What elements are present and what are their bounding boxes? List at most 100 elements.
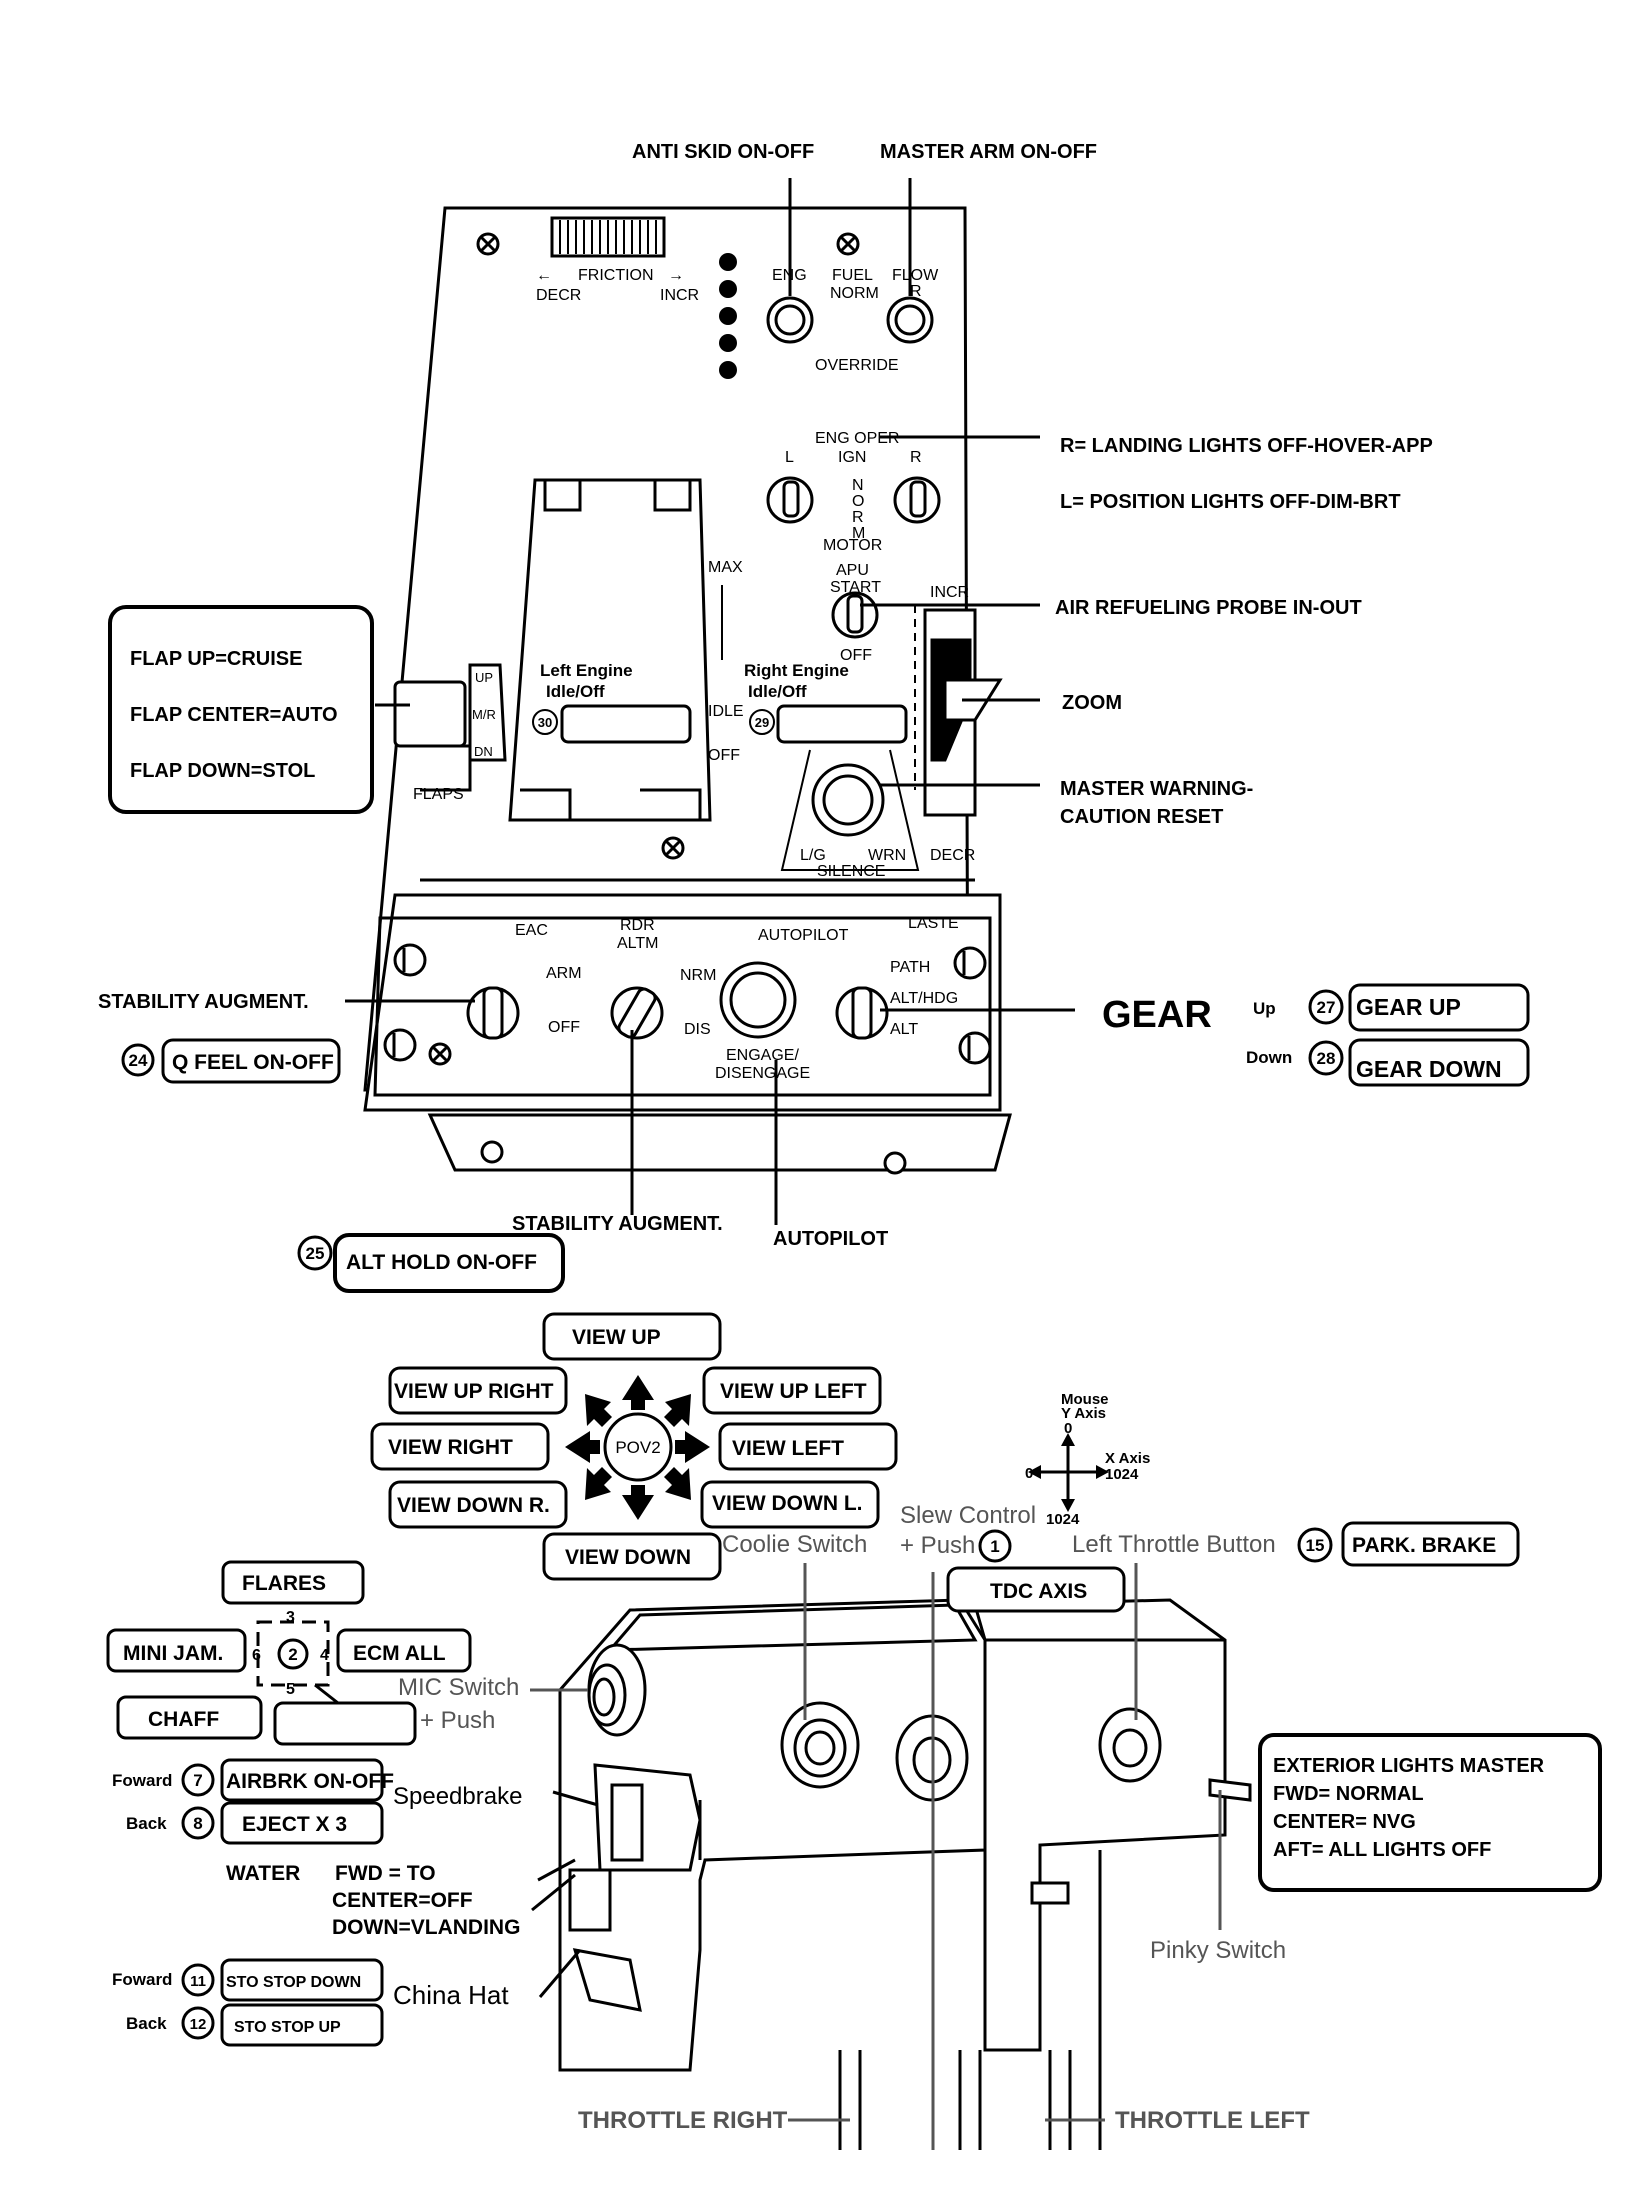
slew-push-label: + Push [900,1532,975,1559]
altm-label: ALTM [617,935,658,952]
sto-up-text: STO STOP UP [234,2019,341,2036]
engage-label: ENGAGE/ [726,1047,799,1064]
badge-7: 7 [181,1763,215,1797]
speedbrake-label: Speedbrake [393,1783,522,1810]
ext-lights-3: CENTER= NVG [1273,1811,1416,1833]
apu-label: APU [836,562,869,579]
friction-label: FRICTION [578,267,654,284]
ecm-all-text[interactable]: ECM ALL [353,1642,446,1665]
nrm-label: NRM [680,967,716,984]
svg-text:1: 1 [990,1537,999,1556]
mini-jam-text[interactable]: MINI JAM. [123,1642,223,1665]
badge-1: 1 [978,1529,1012,1563]
eject-box[interactable] [220,1801,384,1845]
pov-right[interactable]: VIEW RIGHT [388,1436,513,1459]
badge-11: 11 [181,1963,215,1997]
pov-down-r[interactable]: VIEW DOWN R. [397,1494,550,1517]
hat2-diag [314,1683,339,1705]
right-engine-slot[interactable] [776,704,908,744]
badge-29: 29 [749,709,775,735]
gear-down-text: GEAR DOWN [1356,1056,1502,1082]
pov-up-right[interactable]: VIEW UP RIGHT [394,1380,554,1403]
svg-text:29: 29 [755,715,769,730]
x1024-label: 1024 [1105,1466,1139,1483]
pov-up[interactable]: VIEW UP [572,1326,661,1349]
flap-up-text: FLAP UP=CRUISE [130,648,302,670]
svg-text:15: 15 [1306,1536,1325,1555]
ign-label: IGN [838,449,866,466]
lg-label: L/G [800,847,826,864]
arm-label: ARM [546,965,582,982]
caution-reset-label: CAUTION RESET [1060,806,1223,828]
norm-v-r: R [852,509,864,526]
incr2-label: INCR [930,584,969,601]
norm-v-m: M [852,525,865,542]
flaps-label: FLAPS [413,786,464,803]
pov-center: POV2 [615,1438,660,1457]
svg-text:24: 24 [129,1051,148,1070]
chaff-text[interactable]: CHAFF [148,1708,219,1731]
svg-text:28: 28 [1317,1049,1336,1068]
badge-28: 28 [1308,1040,1344,1076]
eac-label: EAC [515,922,548,939]
flaps-switch[interactable] [393,663,507,792]
svg-text:7: 7 [193,1771,202,1790]
black-leaders [531,1790,599,1998]
off2-label: OFF [548,1019,580,1036]
fuel-label: FUEL [832,267,873,284]
throttle-leaders [530,1563,1222,2150]
gear-up-word: Up [1253,999,1276,1018]
q-feel-box[interactable] [161,1038,341,1084]
exterior-lights-box [1258,1733,1602,1892]
stability-augment-left: STABILITY AUGMENT. [98,991,309,1013]
ext-lights-1: EXTERIOR LIGHTS MASTER [1273,1755,1545,1777]
alt-hold-box[interactable] [333,1233,565,1293]
speedbrake-switch[interactable] [568,1763,702,2012]
left-throttle-button-label: Left Throttle Button [1072,1531,1276,1558]
y-axis-label: Y Axis [1061,1405,1106,1422]
flow-r-label: R [910,283,922,300]
badge-15: 15 [1297,1527,1333,1563]
gear-up-box[interactable] [1348,983,1530,1032]
airbrk-box[interactable] [220,1758,384,1802]
alt-label: ALT [890,1021,918,1038]
sto-up-box[interactable] [220,2003,384,2047]
gear-down-word: Down [1246,1048,1292,1067]
hat-4: 4 [320,1647,329,1664]
incr-arrow-icon: → [668,267,684,284]
ext-lights-2: FWD= NORMAL [1273,1783,1424,1805]
back-2: Back [126,2014,167,2033]
mic-switch[interactable] [587,1643,647,1737]
indicator-dots [719,253,737,379]
left-engine-slot[interactable] [560,704,692,744]
pov-left[interactable]: VIEW LEFT [732,1437,844,1460]
pov-up-left[interactable]: VIEW UP LEFT [720,1380,867,1403]
master-arm-label: MASTER ARM ON-OFF [880,141,1097,163]
ext-lights-4: AFT= ALL LIGHTS OFF [1273,1839,1491,1861]
water-fwd: FWD = TO [335,1862,436,1885]
mic-switch-label: MIC Switch [398,1674,519,1701]
flares-text[interactable]: FLARES [242,1572,326,1595]
park-brake-text: PARK. BRAKE [1352,1534,1496,1557]
panel-switches[interactable] [466,296,941,1040]
friction-wheel[interactable] [559,220,657,254]
pov-down-l[interactable]: VIEW DOWN L. [712,1492,863,1515]
norm-v-o: O [852,493,864,510]
gear-down-box[interactable] [1348,1038,1530,1087]
anti-skid-label: ANTI SKID ON-OFF [632,141,814,163]
ign-l-label: L [785,449,794,466]
badge-2: 2 [277,1638,309,1670]
pinky-switch-label: Pinky Switch [1150,1937,1286,1964]
throttle-body [558,1598,1252,2150]
throttle-left-label: THROTTLE LEFT [1115,2107,1310,2134]
sto-down-box[interactable] [220,1958,384,2002]
svg-text:12: 12 [190,2016,207,2033]
tdc-axis-box[interactable] [946,1566,1126,1613]
zoom-rocker[interactable] [923,608,1003,817]
silence-guard [780,749,920,871]
mouse-label: Mouse [1061,1391,1109,1408]
right-engine-sub: Idle/Off [748,682,807,701]
park-brake-box[interactable] [1341,1521,1520,1567]
start-label: START [830,579,881,596]
pov-down[interactable]: VIEW DOWN [565,1546,691,1569]
